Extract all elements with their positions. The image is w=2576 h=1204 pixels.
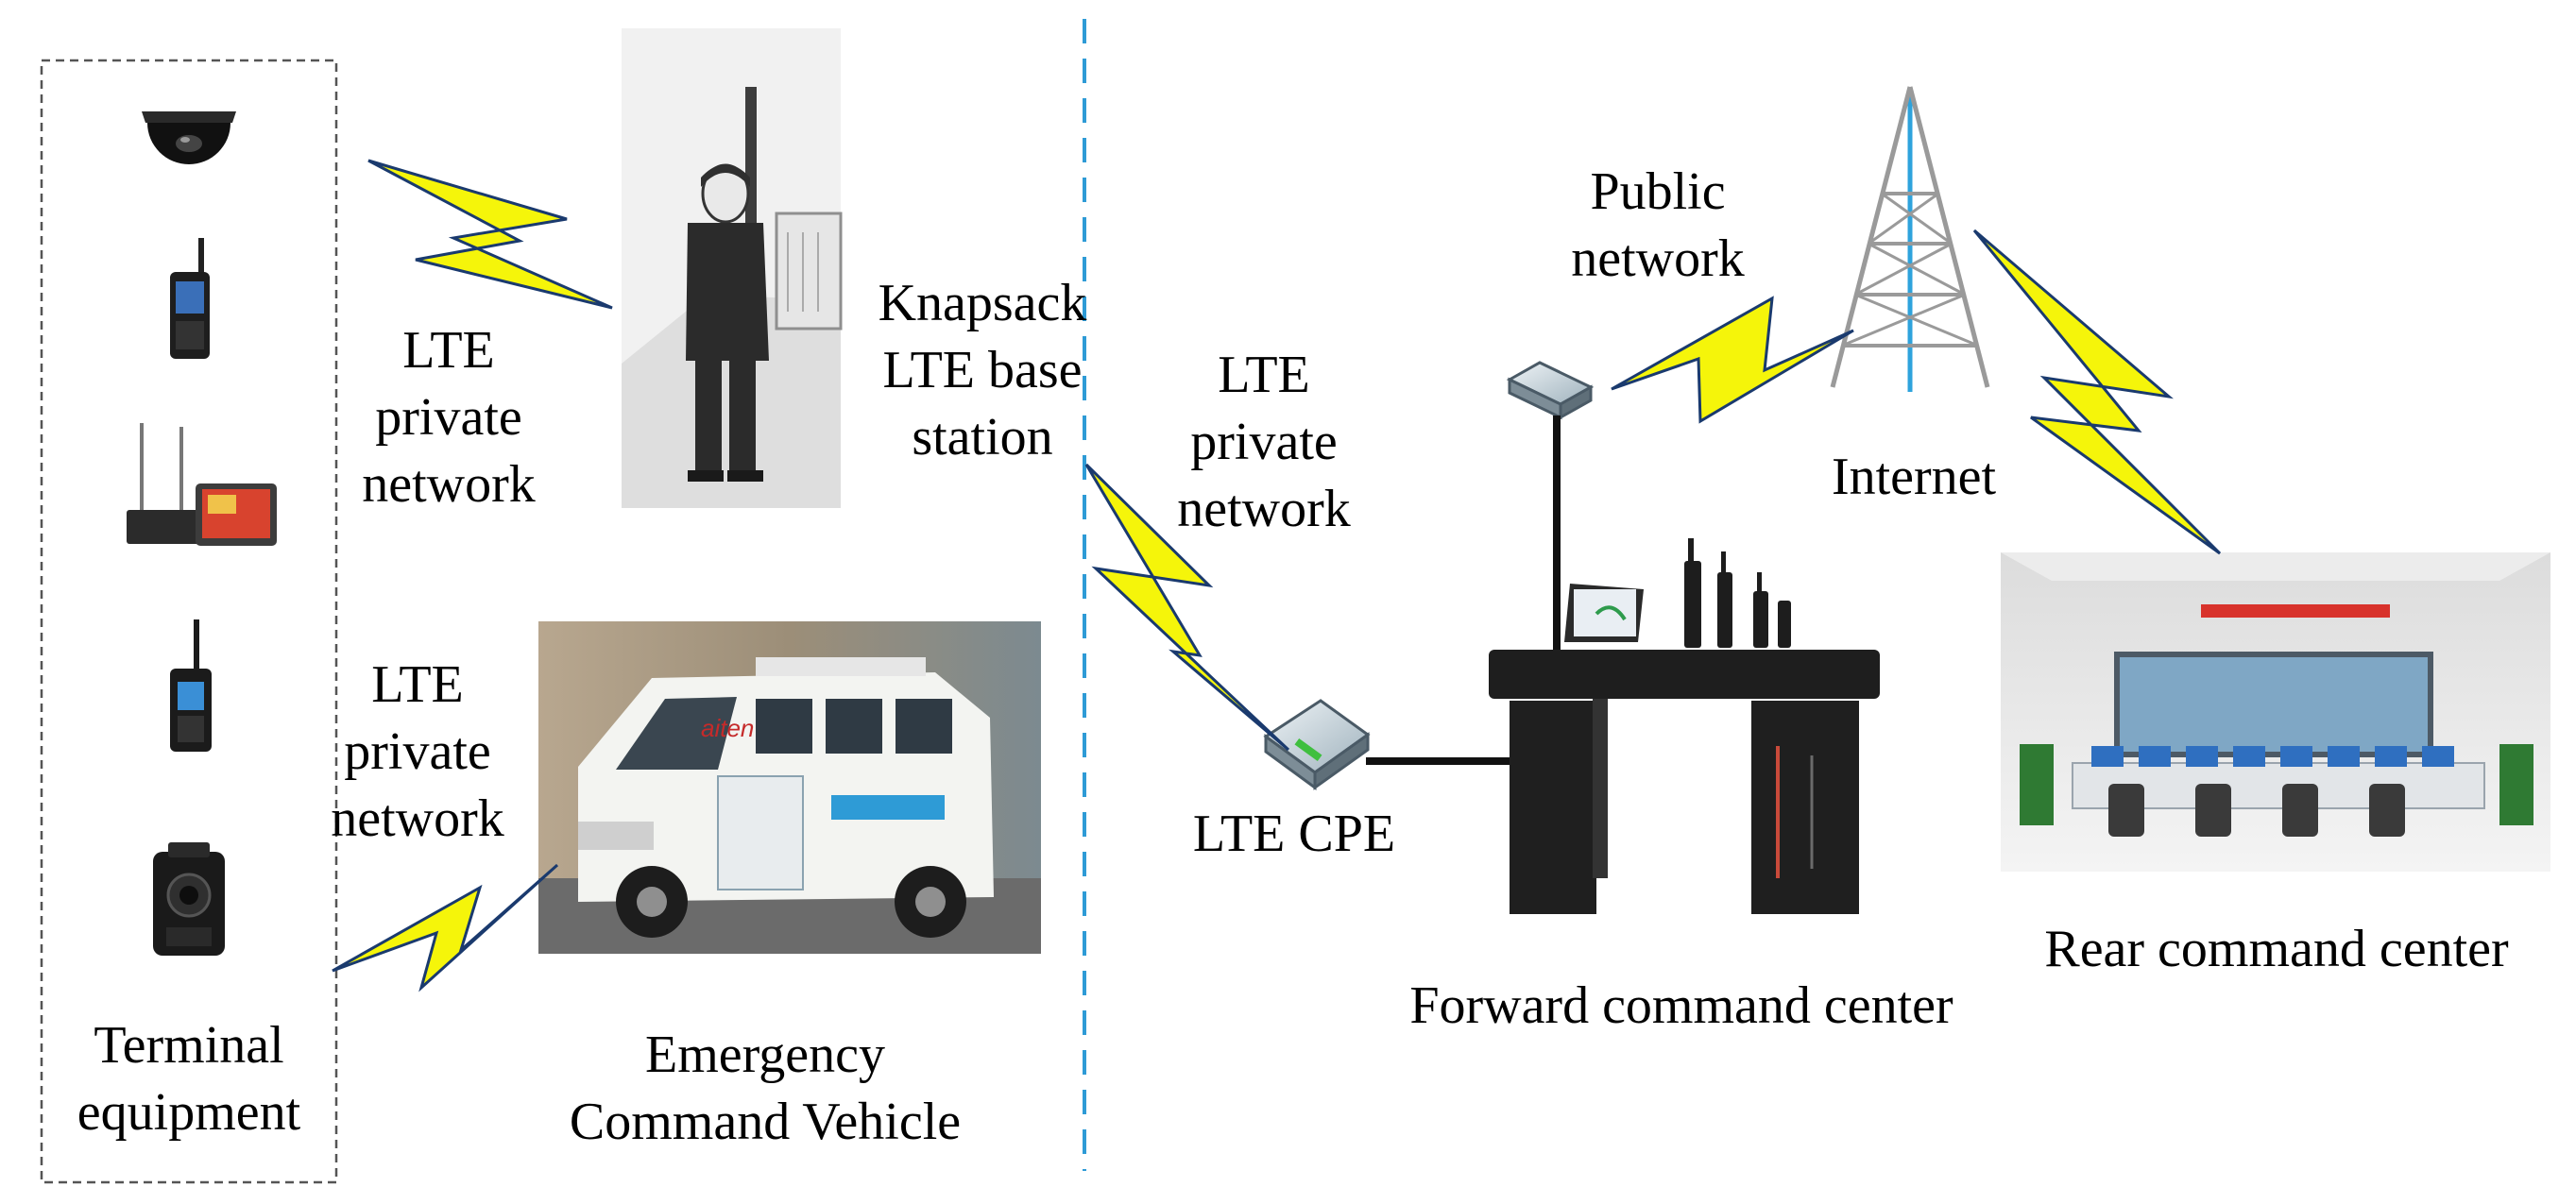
lightning-bolt-3 bbox=[1084, 463, 1290, 752]
walkie-talkie-icon bbox=[170, 619, 212, 752]
knapsack-base-station-image bbox=[622, 28, 843, 508]
lightning-bolt-4 bbox=[1611, 296, 1854, 424]
lightning-bolt-2 bbox=[332, 863, 559, 992]
forward-command-center-image bbox=[1489, 538, 1880, 914]
handheld-terminal-icon bbox=[170, 238, 210, 359]
lte-cpe-icon bbox=[1263, 699, 1371, 790]
internet-tower-icon bbox=[1830, 86, 1990, 392]
forward-command-center-label: Forward command center bbox=[1409, 976, 1953, 1035]
lte-private-network-label-1: LTE private network bbox=[362, 321, 536, 515]
terminal-equipment-box bbox=[40, 59, 338, 1184]
lightning-bolt-1 bbox=[367, 159, 613, 310]
vehicle-sign: aiten bbox=[701, 714, 754, 742]
rear-command-center-label: Rear command center bbox=[2044, 920, 2509, 978]
body-camera-icon bbox=[153, 842, 225, 956]
dome-camera-icon bbox=[142, 111, 236, 164]
lte-private-network-label-3: LTE private network bbox=[1177, 346, 1351, 539]
emergency-command-vehicle-label: Emergency Command Vehicle bbox=[569, 1026, 962, 1152]
lte-cpe-label: LTE CPE bbox=[1192, 805, 1396, 863]
vehicle-radio-tablet-icon bbox=[127, 423, 277, 546]
terminal-equipment-label: Terminal equipment bbox=[77, 1016, 301, 1143]
knapsack-lte-base-station-label: Knapsack LTE base station bbox=[878, 274, 1087, 467]
internet-label: Internet bbox=[1831, 448, 1997, 506]
emergency-vehicle-image: aiten bbox=[538, 621, 1041, 954]
rear-command-center-image bbox=[2001, 552, 2550, 872]
lte-private-network-label-2: LTE private network bbox=[331, 655, 504, 849]
public-network-label: Public network bbox=[1571, 162, 1745, 289]
public-network-router-icon bbox=[1506, 361, 1595, 420]
lightning-bolt-5 bbox=[1972, 229, 2222, 555]
